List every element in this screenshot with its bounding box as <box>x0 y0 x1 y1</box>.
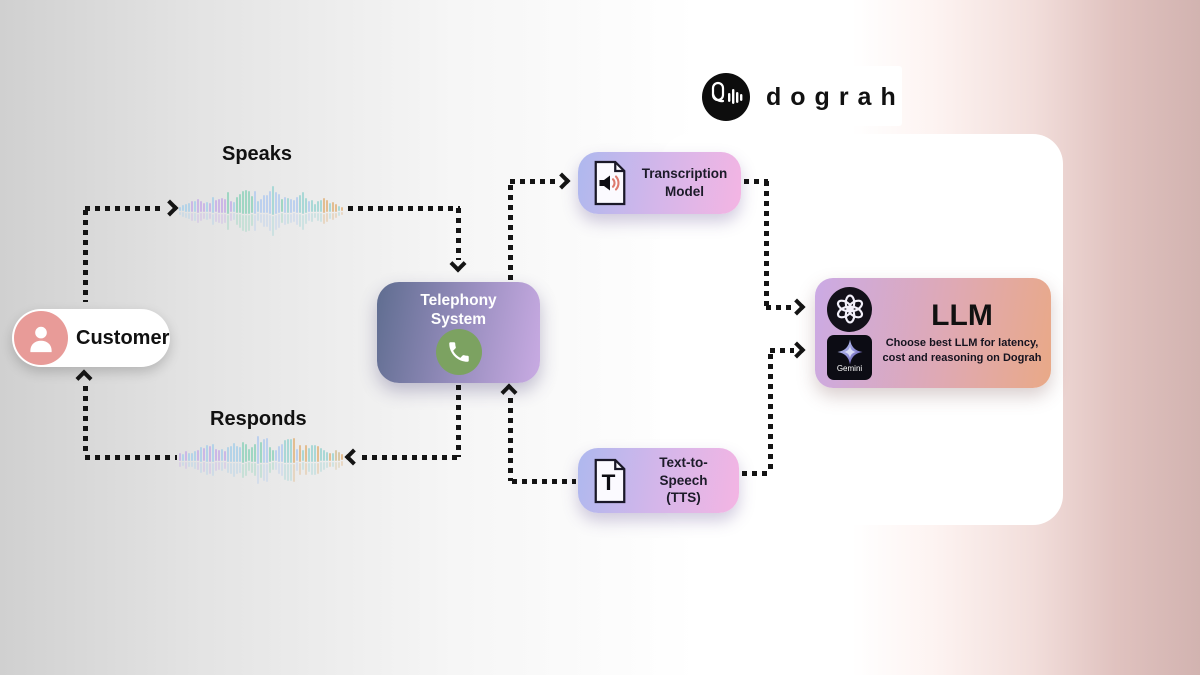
edge-speaks-to-telephony <box>456 208 461 260</box>
edge-telephony-to-responds <box>456 385 461 457</box>
edge-telephony-to-transcription <box>510 179 558 184</box>
edge-customer-to-speaks <box>83 210 88 302</box>
edge-responds-to-customer <box>83 386 88 456</box>
edge-telephony-to-responds <box>362 455 458 460</box>
person-icon <box>14 311 68 365</box>
mic-waveform-icon <box>711 81 743 104</box>
edge-tts-to-telephony <box>508 398 513 481</box>
phone-icon <box>435 329 482 375</box>
audio-document-icon <box>594 160 626 206</box>
llm-title: LLM <box>931 299 993 333</box>
customer-node: Customer <box>12 309 170 367</box>
arrowhead-into-telephony-bottom <box>500 383 518 401</box>
openai-logo-icon <box>827 286 872 332</box>
brand-name: dograh <box>766 83 905 111</box>
llm-content: LLM Choose best LLM for latency, cost an… <box>881 301 1043 365</box>
edge-customer-to-speaks <box>85 206 165 211</box>
arrowhead-into-speaks <box>161 199 179 217</box>
llm-node: Gemini LLM Choose best LLM for latency, … <box>815 278 1051 388</box>
telephony-system-node: Telephony System <box>377 282 540 383</box>
edge-tts-to-llm <box>768 354 773 474</box>
edge-tts-to-telephony <box>512 479 576 484</box>
edge-tts-to-llm <box>742 471 770 476</box>
edge-speaks-to-telephony <box>348 206 460 211</box>
responds-waveform <box>178 427 346 493</box>
tts-node: T Text-to-Speech (TTS) <box>578 448 739 513</box>
transcription-label: Transcription Model <box>641 166 728 199</box>
responds-label: Responds <box>210 408 307 430</box>
edge-telephony-to-transcription <box>508 185 513 282</box>
llm-description: Choose best LLM for latency, cost and re… <box>882 337 1042 364</box>
edge-transcription-to-llm <box>766 305 794 310</box>
edge-tts-to-llm <box>770 348 794 353</box>
speaks-waveform <box>178 178 346 244</box>
dograh-logo-icon <box>702 73 750 121</box>
transcription-model-node: Transcription Model <box>578 152 741 214</box>
arrowhead-into-customer-bottom <box>75 369 93 387</box>
edge-transcription-to-llm <box>744 179 768 184</box>
text-document-icon: T <box>594 458 626 503</box>
arrowhead-into-transcription <box>553 172 571 190</box>
telephony-title: Telephony System <box>420 292 497 329</box>
arrowhead-into-responds <box>344 448 362 466</box>
customer-label: Customer <box>76 326 170 349</box>
edge-responds-to-customer <box>85 455 177 460</box>
llm-logos: Gemini <box>827 286 872 380</box>
arrowhead-into-telephony-top <box>449 255 467 273</box>
svg-text:T: T <box>602 470 616 495</box>
tts-label: Text-to-Speech (TTS) <box>659 455 708 506</box>
edge-transcription-to-llm <box>764 181 769 307</box>
gemini-caption: Gemini <box>836 363 863 373</box>
gemini-logo-icon: Gemini <box>827 334 872 380</box>
speaks-label: Speaks <box>222 143 293 165</box>
